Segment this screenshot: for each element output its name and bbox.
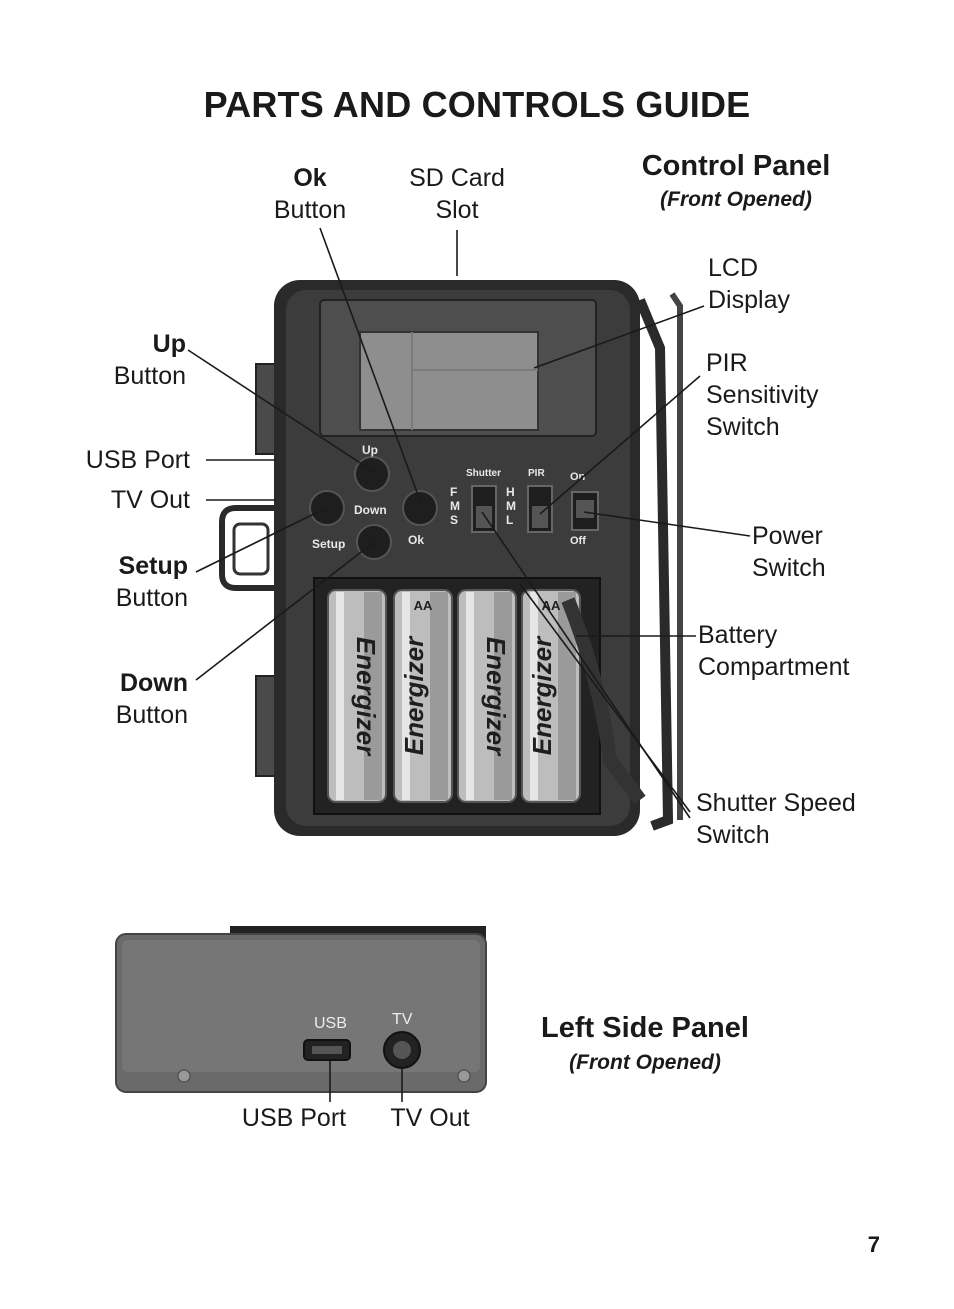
device-on-text: On [570, 471, 586, 483]
battery: Energizer AA [393, 589, 453, 803]
battery-size-text: AA [542, 598, 561, 613]
shutter-speed-letter: M [450, 499, 460, 513]
pir-level-letter: H [506, 485, 515, 499]
battery: Energizer [327, 589, 387, 803]
device-up-text: Up [362, 443, 378, 457]
left-side-panel-heading: Left Side Panel [541, 1012, 749, 1044]
pir-level-letter: L [506, 513, 513, 527]
lcd-screen [359, 331, 539, 431]
device-shutter-text: Shutter [466, 468, 501, 479]
device-ok-text: Ok [408, 533, 424, 547]
strap-loop [219, 505, 276, 591]
left-side-panel-subheading: (Front Opened) [569, 1051, 721, 1074]
callout-lines [187, 227, 751, 819]
shutter-speed-letter: F [450, 485, 457, 499]
battery-brand-text: Energizer [351, 637, 381, 757]
device-port-tv-text: TV [392, 1011, 413, 1028]
front-cover-edge [635, 298, 674, 831]
battery-size-text: AA [414, 598, 433, 613]
setup-button-shape [309, 490, 345, 526]
page-title: PARTS AND CONTROLS GUIDE [203, 84, 751, 125]
battery-brand-text: Energizer [527, 635, 557, 755]
usb-port-label: USB Port [85, 446, 190, 474]
tv-out-label: TV Out [110, 486, 190, 514]
page-number: 7 [867, 1232, 880, 1257]
battery-brand-text: Energizer [481, 637, 511, 757]
control-panel-heading: Control Panel [641, 150, 831, 182]
device-setup-text: Setup [312, 537, 345, 551]
device-off-text: Off [570, 535, 586, 547]
side-tv-out-label: TV Out [390, 1104, 470, 1132]
pir-level-letter: M [506, 499, 516, 513]
device-port-usb-text: USB [314, 1015, 347, 1032]
side-usb-port-label: USB Port [241, 1104, 347, 1132]
device-pir-text: PIR [528, 468, 545, 479]
battery-brand-text: Energizer [399, 635, 429, 755]
control-panel-subheading: (Front Opened) [660, 188, 812, 211]
battery: Energizer [457, 589, 517, 803]
ok-button-shape [402, 490, 438, 526]
shutter-speed-letter: S [450, 513, 458, 527]
device-down-text: Down [354, 503, 387, 517]
